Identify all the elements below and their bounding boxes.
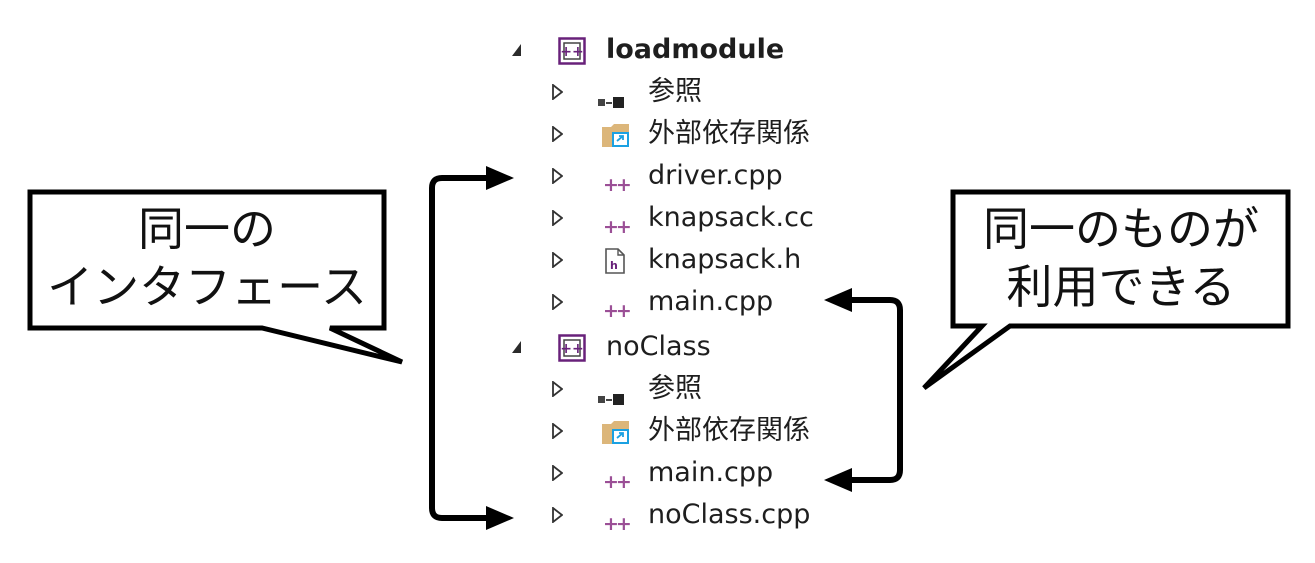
external-dependencies-icon bbox=[601, 418, 631, 453]
tree-item-label: driver.cpp bbox=[648, 160, 783, 191]
collapsed-chevron-icon[interactable] bbox=[552, 126, 563, 142]
collapsed-chevron-icon[interactable] bbox=[552, 465, 563, 481]
header-file-icon: h bbox=[604, 248, 626, 281]
svg-text:++: ++ bbox=[560, 341, 583, 357]
cpp-file-icon: ++ bbox=[603, 294, 633, 325]
right-callout-text: 同一のものが 利用できる bbox=[958, 200, 1284, 316]
references-icon bbox=[598, 86, 628, 117]
right-callout-bubble bbox=[922, 189, 1291, 391]
arrowhead-to-loadmodule-main-cpp bbox=[824, 288, 852, 312]
left-callout-text: 同一の インタフェース bbox=[36, 200, 378, 316]
arrowhead-to-noclass-main-cpp bbox=[824, 468, 852, 492]
svg-text:++: ++ bbox=[603, 473, 630, 489]
collapsed-chevron-icon[interactable] bbox=[552, 168, 563, 184]
tree-item-label: 外部依存関係 bbox=[648, 415, 810, 446]
right-bracket-line bbox=[845, 297, 903, 483]
svg-text:h: h bbox=[610, 259, 618, 272]
right-callout-line1: 同一のものが bbox=[983, 202, 1259, 256]
references-icon bbox=[598, 383, 628, 414]
tree-item-label: 外部依存関係 bbox=[648, 118, 810, 149]
left-bracket-line bbox=[429, 175, 492, 521]
collapsed-chevron-icon[interactable] bbox=[552, 294, 563, 310]
arrowhead-to-noclass-cpp bbox=[486, 506, 514, 530]
cpp-file-icon: ++ bbox=[603, 507, 633, 538]
tree-item-knapsack-h[interactable]: h knapsack.h bbox=[500, 240, 810, 280]
collapsed-chevron-icon[interactable] bbox=[552, 252, 563, 268]
expanded-chevron-icon[interactable] bbox=[512, 44, 521, 56]
collapsed-chevron-icon[interactable] bbox=[552, 210, 563, 226]
tree-item-main-cpp[interactable]: ++ main.cpp bbox=[500, 453, 800, 493]
collapsed-chevron-icon[interactable] bbox=[552, 507, 563, 523]
tree-item-references[interactable]: 参照 bbox=[500, 72, 820, 112]
tree-item-noclass-cpp[interactable]: ++ noClass.cpp bbox=[500, 495, 810, 535]
svg-text:++: ++ bbox=[560, 44, 583, 60]
right-callout-line2: 利用できる bbox=[1006, 260, 1236, 314]
tree-item-knapsack-cc[interactable]: ++ knapsack.cc bbox=[500, 198, 820, 238]
cpp-file-icon: ++ bbox=[603, 210, 633, 241]
left-callout-line1: 同一の bbox=[138, 202, 276, 256]
project-name: loadmodule bbox=[606, 34, 785, 65]
tree-item-references[interactable]: 参照 bbox=[500, 369, 820, 409]
tree-item-label: main.cpp bbox=[648, 457, 774, 488]
tree-item-main-cpp[interactable]: ++ main.cpp bbox=[500, 282, 800, 322]
tree-item-label: knapsack.h bbox=[648, 244, 802, 275]
svg-text:++: ++ bbox=[603, 515, 630, 531]
tree-item-label: noClass.cpp bbox=[648, 499, 811, 530]
svg-text:++: ++ bbox=[603, 218, 630, 234]
external-dependencies-icon bbox=[601, 121, 631, 156]
tree-item-driver-cpp[interactable]: ++ driver.cpp bbox=[500, 156, 800, 196]
collapsed-chevron-icon[interactable] bbox=[552, 84, 563, 100]
collapsed-chevron-icon[interactable] bbox=[552, 423, 563, 439]
collapsed-chevron-icon[interactable] bbox=[552, 381, 563, 397]
cpp-file-icon: ++ bbox=[603, 465, 633, 496]
left-callout-bubble bbox=[27, 189, 404, 365]
expanded-chevron-icon[interactable] bbox=[512, 341, 521, 353]
left-callout-line2: インタフェース bbox=[47, 260, 367, 314]
cpp-project-icon: ++ bbox=[558, 37, 586, 72]
tree-item-label: main.cpp bbox=[648, 286, 774, 317]
project-name: noClass bbox=[606, 331, 711, 362]
cpp-project-icon: ++ bbox=[558, 334, 586, 369]
tree-item-external-dependencies[interactable]: 外部依存関係 bbox=[500, 114, 830, 154]
svg-text:++: ++ bbox=[603, 302, 630, 318]
project-node-noclass[interactable]: ++ noClass bbox=[500, 327, 800, 367]
cpp-file-icon: ++ bbox=[603, 168, 633, 199]
arrowhead-to-driver-cpp bbox=[486, 166, 514, 190]
project-node-loadmodule[interactable]: ++ loadmodule bbox=[500, 30, 830, 70]
tree-item-external-dependencies[interactable]: 外部依存関係 bbox=[500, 411, 830, 451]
tree-item-label: 参照 bbox=[648, 373, 702, 404]
tree-item-label: 参照 bbox=[648, 76, 702, 107]
svg-text:++: ++ bbox=[603, 176, 630, 192]
tree-item-label: knapsack.cc bbox=[648, 202, 814, 233]
